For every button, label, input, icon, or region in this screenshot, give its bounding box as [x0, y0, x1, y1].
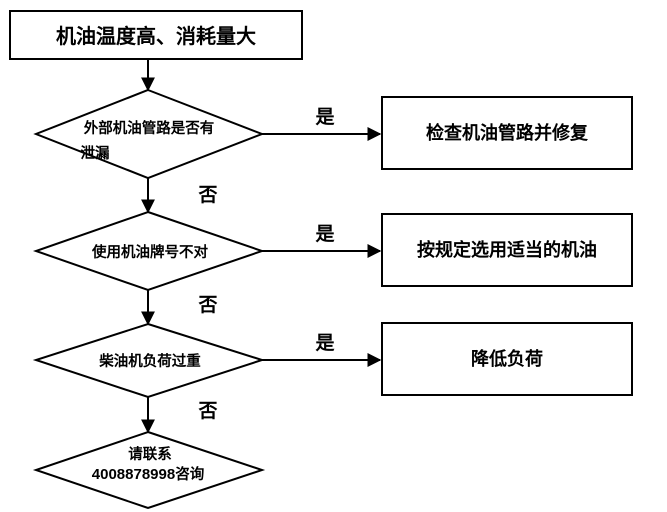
action-box-1 — [381, 96, 633, 170]
action-3-text: 降低负荷 — [471, 348, 543, 370]
final-phone: 4008878998 — [92, 466, 175, 483]
yes-label-3: 是 — [315, 332, 334, 354]
action-box-2 — [381, 213, 633, 287]
final-suffix: 咨询 — [175, 465, 204, 483]
final-line1: 请联系 — [128, 445, 172, 463]
no-label-3: 否 — [197, 400, 217, 422]
decision-1-line1: 外部机油管路是否有 — [84, 119, 215, 137]
title-box — [9, 10, 303, 60]
no-label-1: 否 — [197, 184, 217, 206]
action-2-text: 按规定选用适当的机油 — [417, 239, 597, 261]
decision-3-text: 柴油机负荷过重 — [98, 352, 201, 370]
action-1-text: 检查机油管路并修复 — [426, 122, 589, 144]
yes-label-1: 是 — [315, 106, 334, 128]
decision-2-text: 使用机油牌号不对 — [91, 243, 208, 261]
no-label-2: 否 — [197, 294, 217, 316]
action-box-3 — [381, 322, 633, 396]
decision-1-line2: 泄漏 — [81, 144, 110, 162]
final-line2: 4008878998咨询 — [92, 465, 204, 483]
final-diamond — [32, 430, 266, 510]
yes-label-2: 是 — [315, 223, 334, 245]
title-text: 机油温度高、消耗量大 — [56, 24, 256, 48]
